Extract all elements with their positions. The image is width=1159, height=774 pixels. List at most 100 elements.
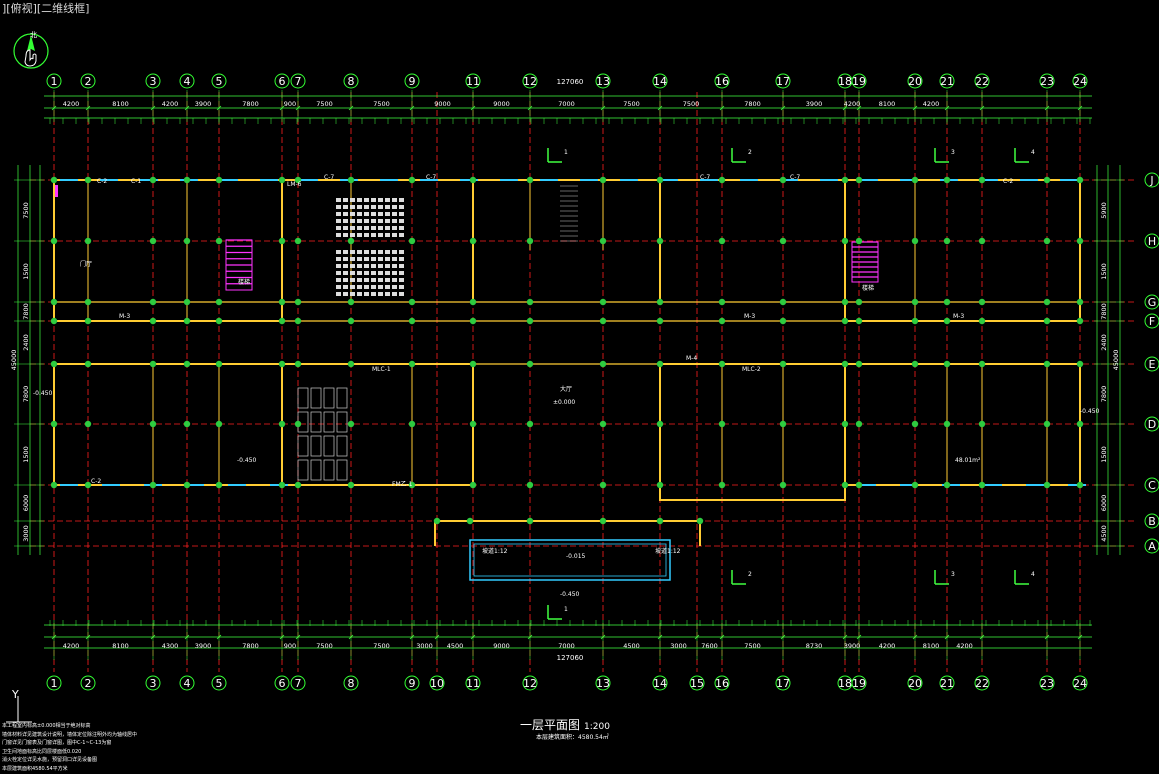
seat bbox=[385, 271, 390, 275]
dim-row-right: 6000 bbox=[1100, 495, 1108, 512]
column bbox=[84, 420, 92, 428]
window-tag: C-7 bbox=[324, 174, 334, 181]
column bbox=[978, 237, 986, 245]
section-label: 3 bbox=[951, 149, 955, 156]
axis-bubble-bottom: 5 bbox=[211, 675, 227, 691]
seat bbox=[378, 257, 383, 261]
note-line: 本工程室内标高±0.000相当于绝对标高 bbox=[2, 723, 91, 729]
seat bbox=[385, 212, 390, 216]
axis-bubble-circle bbox=[714, 675, 730, 691]
column bbox=[599, 517, 607, 525]
column bbox=[718, 298, 726, 306]
column bbox=[278, 420, 286, 428]
column bbox=[183, 237, 191, 245]
column bbox=[855, 237, 863, 245]
column bbox=[469, 176, 477, 184]
column bbox=[978, 176, 986, 184]
axis-bubble-bottom: 22 bbox=[974, 675, 990, 691]
column bbox=[408, 360, 416, 368]
viewport-label[interactable]: ][俯视][二维线框] bbox=[2, 2, 90, 15]
axis-bubble-circle bbox=[1144, 233, 1159, 249]
axis-bubble-label: 12 bbox=[523, 75, 537, 88]
dim-span-top: 900 bbox=[284, 100, 296, 108]
axis-bubble-label: 3 bbox=[150, 677, 157, 690]
ucs-y-label: Y bbox=[12, 688, 19, 701]
dim-span-top: 3900 bbox=[195, 100, 212, 108]
column bbox=[408, 420, 416, 428]
axis-bubble-circle bbox=[851, 73, 867, 89]
column bbox=[50, 298, 58, 306]
axis-bubble-bottom: 8 bbox=[343, 675, 359, 691]
column bbox=[1043, 481, 1051, 489]
axis-bubble-top: 22 bbox=[974, 73, 990, 89]
marker bbox=[55, 185, 58, 197]
seat bbox=[392, 205, 397, 209]
axis-bubble-circle bbox=[46, 675, 62, 691]
seat bbox=[385, 292, 390, 296]
seat bbox=[350, 278, 355, 282]
window-tag: C-2 bbox=[91, 478, 101, 485]
seat bbox=[378, 250, 383, 254]
dim-row-right: 5900 bbox=[1100, 202, 1108, 219]
dim-span-bottom: 3900 bbox=[195, 642, 212, 650]
axis-bubble-label: 16 bbox=[715, 75, 729, 88]
column bbox=[294, 360, 302, 368]
axis-bubble-label: 17 bbox=[776, 75, 790, 88]
column bbox=[599, 298, 607, 306]
seat bbox=[357, 233, 362, 237]
axis-bubble-top: 19 bbox=[851, 73, 867, 89]
seat bbox=[385, 219, 390, 223]
axis-bubble-bottom: 6 bbox=[274, 675, 290, 691]
column bbox=[1076, 420, 1084, 428]
seat bbox=[371, 233, 376, 237]
axis-bubble-top: 2 bbox=[80, 73, 96, 89]
axis-bubble-circle bbox=[80, 675, 96, 691]
seat bbox=[357, 257, 362, 261]
section-label: 4 bbox=[1031, 571, 1035, 578]
north-compass-icon[interactable] bbox=[12, 32, 50, 70]
axis-bubble-circle bbox=[1144, 416, 1159, 432]
dim-row-left: 6000 bbox=[22, 495, 30, 512]
axis-bubble-circle bbox=[1039, 675, 1055, 691]
seat bbox=[357, 250, 362, 254]
column bbox=[215, 360, 223, 368]
note-line: 本层建筑面积4580.54平方米 bbox=[2, 765, 68, 772]
axis-bubble-label: F bbox=[1149, 315, 1155, 328]
axis-bubble-circle bbox=[145, 73, 161, 89]
axis-bubble-circle bbox=[974, 73, 990, 89]
axis-bubble-circle bbox=[80, 73, 96, 89]
note-line: 消火栓定位详见水施，预留洞口详见设备图 bbox=[2, 757, 98, 763]
axis-bubble-circle bbox=[465, 73, 481, 89]
seat bbox=[336, 292, 341, 296]
column bbox=[718, 176, 726, 184]
seat bbox=[364, 292, 369, 296]
column bbox=[599, 360, 607, 368]
column bbox=[278, 481, 286, 489]
seat bbox=[343, 212, 348, 216]
axis-bubble-circle bbox=[974, 675, 990, 691]
column bbox=[841, 317, 849, 325]
axis-bubble-label: 14 bbox=[653, 75, 667, 88]
axis-bubble-label: 2 bbox=[85, 677, 92, 690]
seat bbox=[399, 285, 404, 289]
axis-bubble-label: C bbox=[1148, 479, 1156, 492]
axis-bubble-top: 6 bbox=[274, 73, 290, 89]
seat bbox=[392, 212, 397, 216]
column bbox=[718, 317, 726, 325]
seat bbox=[364, 233, 369, 237]
column bbox=[149, 298, 157, 306]
entrance-canopy bbox=[469, 539, 671, 581]
column bbox=[1043, 317, 1051, 325]
seat bbox=[371, 264, 376, 268]
axis-bubble-top: 21 bbox=[939, 73, 955, 89]
column bbox=[84, 176, 92, 184]
dim-span-bottom: 4500 bbox=[623, 642, 640, 650]
dim-span-top: 4200 bbox=[923, 100, 940, 108]
axis-bubble-label: 16 bbox=[715, 677, 729, 690]
seat bbox=[343, 250, 348, 254]
window-tag: C-2 bbox=[97, 178, 107, 185]
column bbox=[215, 298, 223, 306]
room-label: 楼梯 bbox=[238, 278, 250, 286]
